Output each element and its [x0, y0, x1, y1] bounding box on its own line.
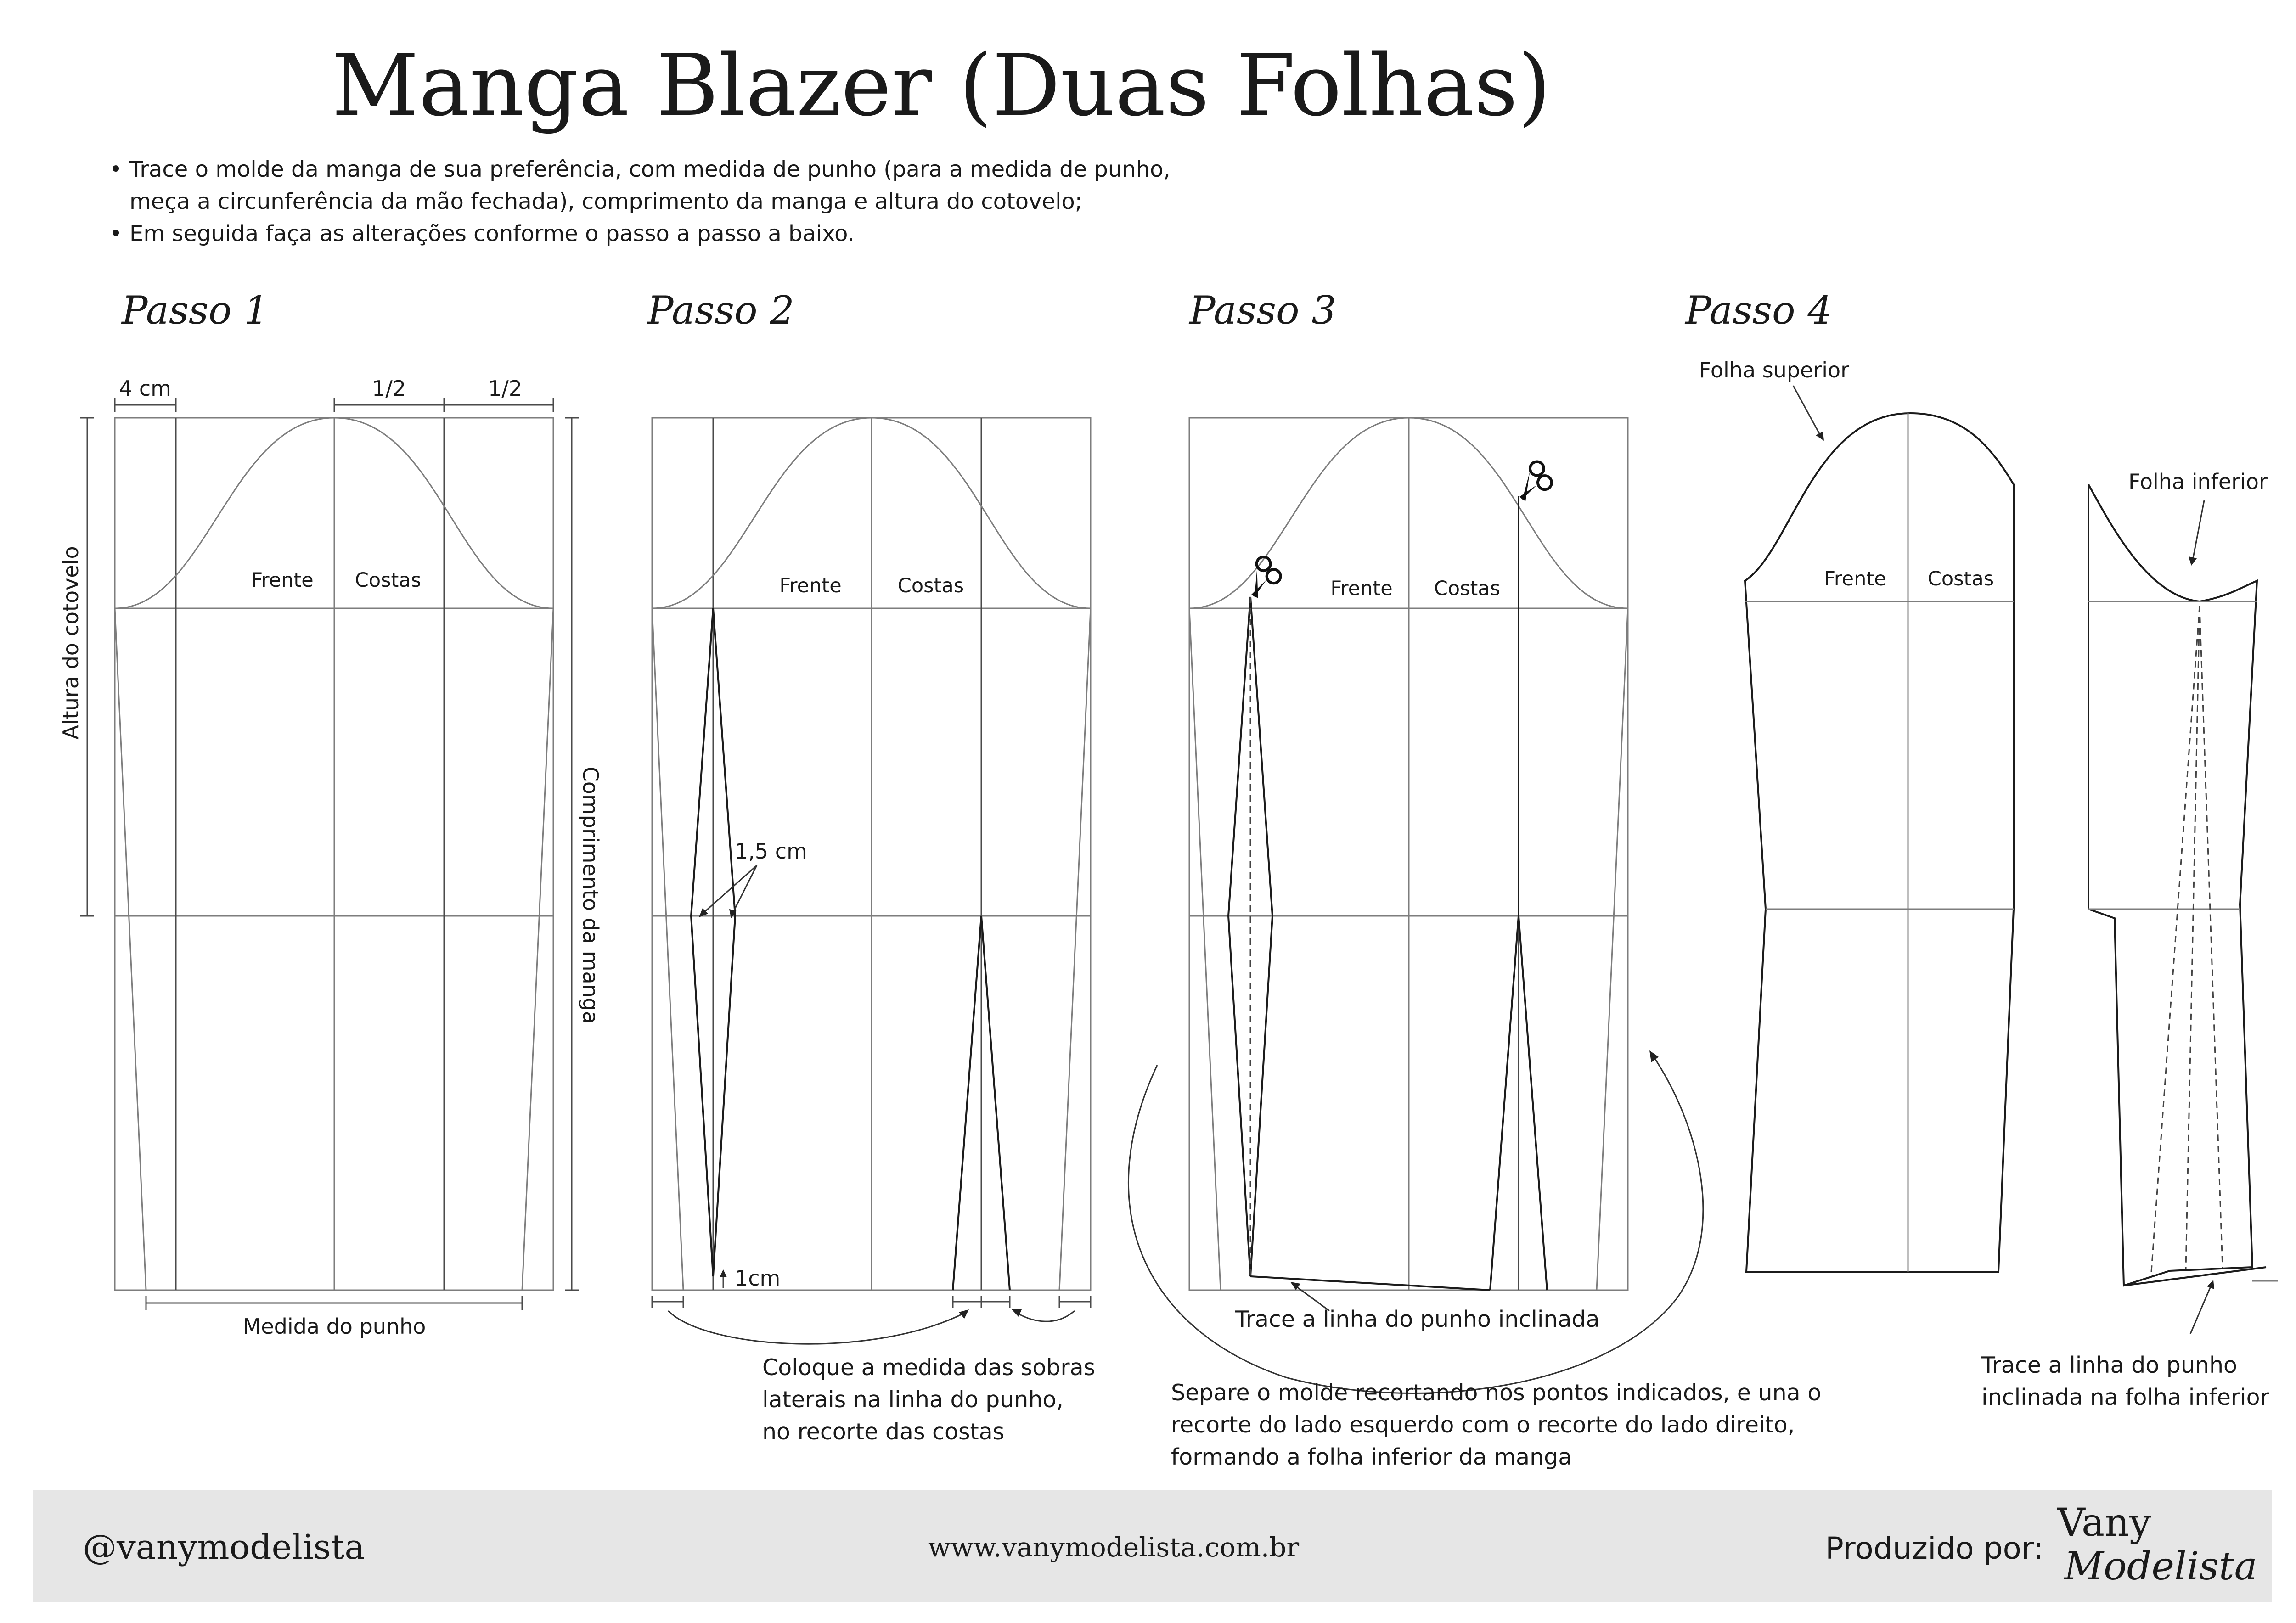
- step-2-note-line-1: Coloque a medida das sobras: [762, 1354, 1095, 1381]
- step-1-heading: Passo 1: [121, 288, 269, 333]
- page-title: Manga Blazer (Duas Folhas): [332, 36, 1551, 135]
- scissors-icon: [1245, 555, 1285, 603]
- step-3-note-line-1: Separe o molde recortando nos pontos ind…: [1171, 1380, 1821, 1406]
- step-3-note-line-2: recorte do lado esquerdo com o recorte d…: [1171, 1412, 1795, 1438]
- step-1-left-seam: [114, 608, 147, 1291]
- step-4-note-line-2: inclinada na folha inferior: [1981, 1384, 2270, 1410]
- step-4-note-line-1: Trace a linha do punho: [1981, 1352, 2237, 1378]
- footer-handle: @vanymodelista: [83, 1528, 365, 1567]
- dart-width-label: 1,5 cm: [735, 839, 807, 864]
- sleeve-length-label: Comprimento da manga: [578, 767, 603, 1024]
- lower-leaf: [2088, 484, 2258, 1287]
- back-cut: [1489, 915, 1548, 1291]
- step-3-front-label: Frente: [1330, 577, 1392, 600]
- footer-logo-line-1: Vany: [2057, 1500, 2151, 1545]
- step-2-front-label: Frente: [779, 574, 841, 597]
- instruction-line-1: Trace o molde da manga de sua preferênci…: [129, 157, 1171, 182]
- dim-half-a-label: 1/2: [372, 376, 406, 401]
- step-4-back-label: Costas: [1928, 567, 1994, 590]
- step-2-diagram: 1,5 cm 1cm Frente Costas Coloque a medid…: [651, 417, 1095, 1445]
- step-3-heading: Passo 3: [1188, 288, 1336, 333]
- elbow-height-label: Altura do cotovelo: [58, 546, 83, 739]
- footer-produced-by: Produzido por:: [1825, 1531, 2043, 1566]
- step-2-note-line-2: laterais na linha do punho,: [762, 1387, 1064, 1413]
- bullet-2: •: [109, 221, 122, 247]
- step-1-front-label: Frente: [251, 569, 313, 592]
- scissors-icon: [1514, 459, 1558, 508]
- upper-leaf: [1744, 412, 2015, 1273]
- instruction-line-3: Em seguida faça as alterações conforme o…: [129, 221, 855, 247]
- step-2-back-label: Costas: [898, 574, 964, 597]
- inclined-cuff-line: [1250, 1275, 1491, 1291]
- step-3-cuff-note: Trace a linha do punho inclinada: [1235, 1306, 1600, 1332]
- step-2-sleeve-cap: [652, 417, 1091, 609]
- step-2-heading: Passo 2: [647, 288, 794, 333]
- upper-leaf-label: Folha superior: [1699, 358, 1849, 382]
- dim-half-b-label: 1/2: [488, 376, 522, 401]
- instruction-line-2: meça a circunferência da mão fechada), c…: [129, 189, 1082, 214]
- step-4-front-label: Frente: [1824, 567, 1886, 590]
- step-3-diagram: Frente Costas Trace a linha do punho inc…: [1127, 417, 1821, 1470]
- step-1-back-label: Costas: [355, 569, 421, 592]
- footer-band: [33, 1490, 2272, 1602]
- step-1-diagram: 4 cm 1/2 1/2 Frente Costas Altura do cot…: [58, 376, 603, 1339]
- dim-4cm-label: 4 cm: [119, 376, 171, 401]
- step-2-note-line-3: no recorte das costas: [762, 1419, 1004, 1445]
- back-dart: [952, 915, 1011, 1291]
- step-3-back-label: Costas: [1434, 577, 1500, 600]
- step-3-sleeve-cap: [1189, 417, 1628, 609]
- step-4-diagram: Frente Costas Folha superior Folha infer…: [1699, 358, 2278, 1410]
- step-4-heading: Passo 4: [1684, 288, 1832, 333]
- step-3-note-line-3: formando a folha inferior da manga: [1171, 1444, 1572, 1470]
- step-1-sleeve-cap: [114, 417, 554, 609]
- footer-logo-line-2: Modelista: [2063, 1544, 2257, 1589]
- step-1-right-seam: [521, 608, 554, 1291]
- dart-bottom-label: 1cm: [735, 1266, 780, 1291]
- lower-leaf-inclined-cuff: [2123, 1266, 2267, 1286]
- lower-leaf-label: Folha inferior: [2128, 469, 2268, 494]
- bullet-1: •: [109, 157, 122, 182]
- cuff-label: Medida do punho: [243, 1314, 426, 1339]
- front-dart: [690, 608, 737, 1277]
- footer-website: www.vanymodelista.com.br: [928, 1532, 1299, 1563]
